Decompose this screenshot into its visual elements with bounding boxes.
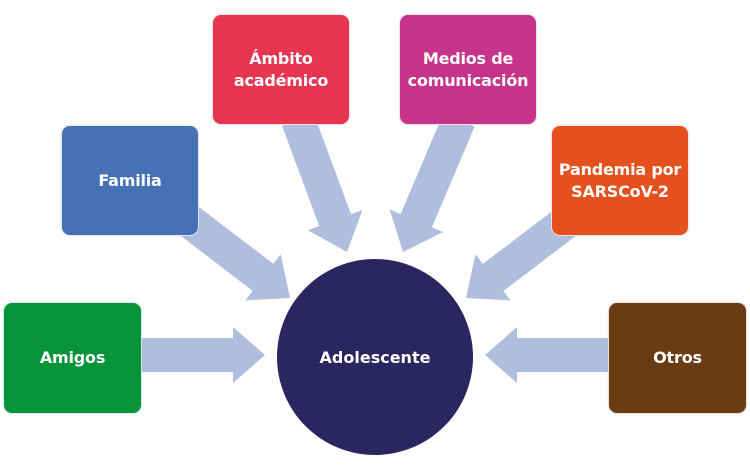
node-pandemia-sarscov2: Pandemia por SARSCoV-2 — [551, 125, 689, 236]
arrow-familia-to-center — [177, 206, 290, 301]
arrow-ambito-to-center — [282, 114, 363, 252]
arrow-pandemia-to-center — [466, 208, 577, 301]
arrow-medios-to-center — [389, 113, 475, 253]
center-label: Adolescente — [319, 347, 431, 367]
node-medios-de-comunicacion: Medios de comunicación — [399, 14, 537, 125]
arrow-otros-to-center — [485, 327, 609, 383]
node-familia: Familia — [61, 125, 199, 236]
center-node-adolescente: Adolescente — [277, 259, 473, 455]
node-amigos: Amigos — [3, 302, 142, 414]
arrow-amigos-to-center — [142, 327, 265, 383]
node-otros: Otros — [608, 302, 747, 414]
node-ambito-academico: Ámbito académico — [212, 14, 350, 125]
